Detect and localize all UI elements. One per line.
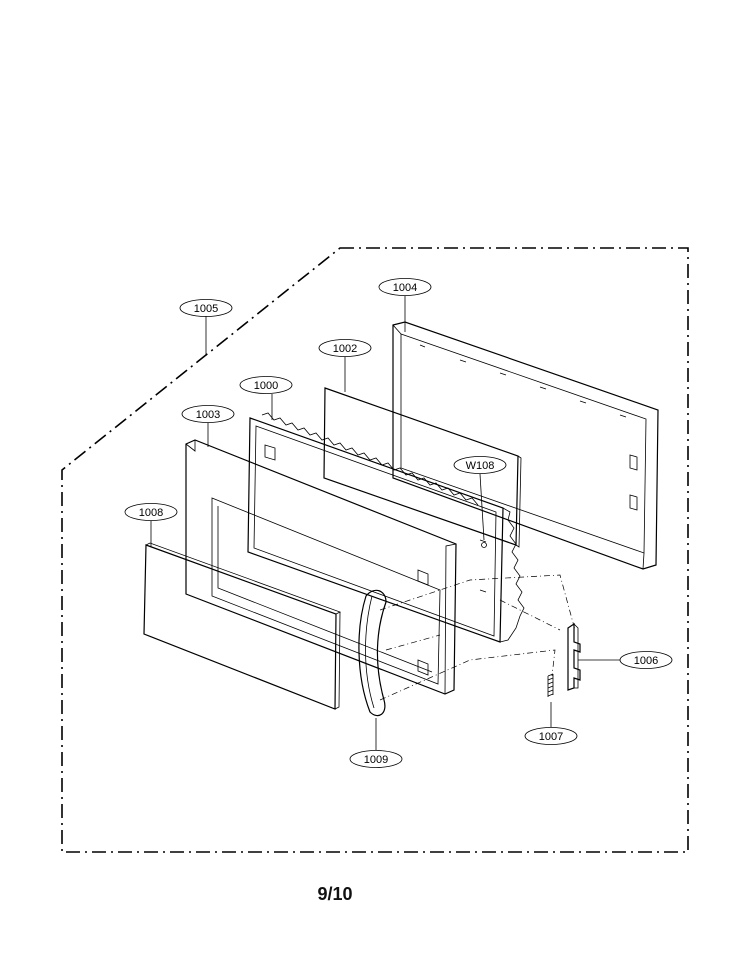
callout-1004: 1004 (378, 278, 432, 296)
part-handle-1009 (358, 589, 387, 717)
callout-label-1002: 1002 (333, 343, 357, 355)
callout-1002: 1002 (318, 339, 372, 357)
callout-label-1003: 1003 (196, 409, 220, 421)
callout-1006: 1006 (619, 651, 673, 669)
callout-1005: 1005 (179, 299, 233, 317)
callout-1009: 1009 (349, 750, 403, 768)
callout-label-1006: 1006 (634, 655, 658, 667)
callout-1007: 1007 (524, 727, 578, 745)
callout-label-1000: 1000 (254, 380, 278, 392)
part-latch-1006 (567, 622, 581, 691)
part-door-front-1003 (185, 439, 457, 695)
callout-label-1008: 1008 (139, 507, 163, 519)
assembly-boundary (61, 247, 689, 853)
page-number: 9/10 (317, 884, 353, 904)
callout-W108: W108 (453, 456, 507, 474)
callout-label-1005: 1005 (194, 303, 218, 315)
callout-label-1007: 1007 (539, 731, 563, 743)
part-spring-1007 (547, 673, 554, 697)
callout-label-1009: 1009 (364, 754, 388, 766)
part-panel-1002 (323, 387, 522, 548)
callout-label-W108: W108 (466, 460, 495, 472)
part-door-frame-1004 (392, 321, 659, 570)
callout-label-1004: 1004 (393, 282, 417, 294)
callout-1000: 1000 (239, 376, 293, 394)
leader-lines (150, 296, 620, 750)
callout-1003: 1003 (181, 405, 235, 423)
callout-1008: 1008 (124, 503, 178, 521)
part-front-glass-1008 (143, 542, 342, 710)
assembly-lines (379, 574, 576, 701)
part-inner-panel-1000 (247, 412, 525, 643)
